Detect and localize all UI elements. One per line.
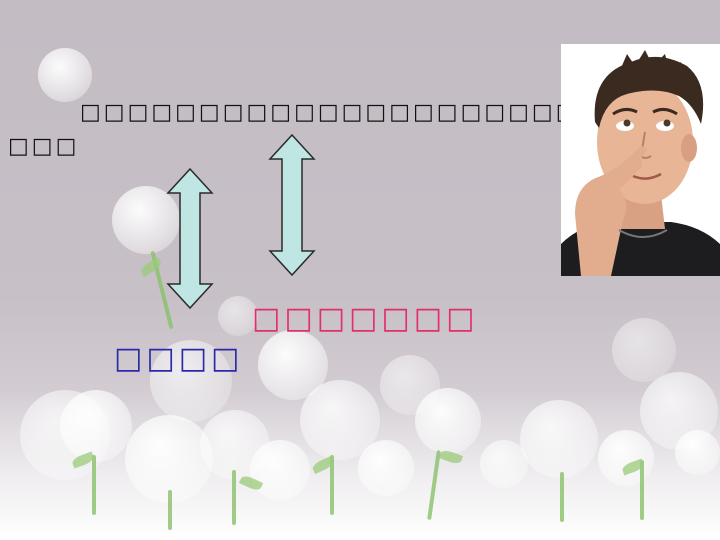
double-arrow-right-icon — [268, 133, 316, 277]
double-arrow-left-icon — [166, 167, 214, 310]
question-line-1: □□□□□□□□□□□□□□□□□□□□□□ — [80, 100, 604, 125]
question-line-2: □□□ — [8, 134, 80, 159]
pink-label: □□□□□□□ — [252, 301, 479, 336]
blue-label: □□□□ — [114, 341, 244, 376]
thinking-man-photo — [561, 44, 720, 276]
